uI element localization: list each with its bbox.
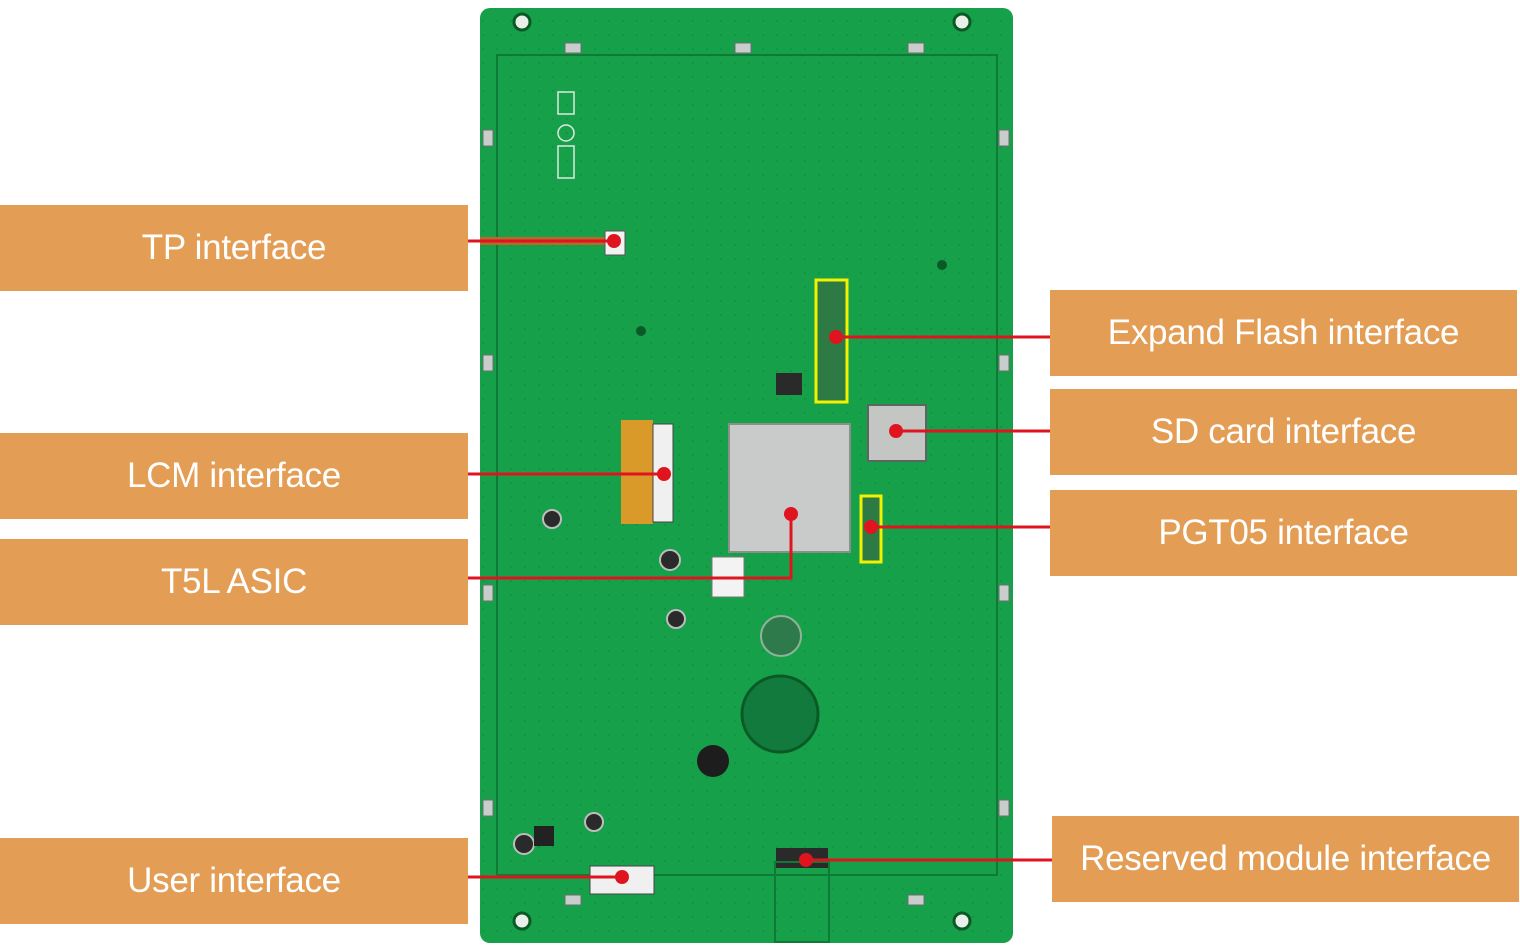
electrolytic-capacitors — [513, 509, 686, 855]
leader-dot-sd — [889, 424, 903, 438]
fiducial-marks — [636, 260, 947, 336]
label-text: Expand Flash interface — [1107, 313, 1460, 352]
leader-dot-tp — [607, 234, 621, 248]
label-text: SD card interface — [1150, 412, 1417, 451]
leader-dot-t5l — [784, 507, 798, 521]
small-ic-chip — [776, 373, 802, 395]
buzzer — [697, 745, 729, 777]
label-text: User interface — [127, 861, 341, 900]
coin-battery-socket — [740, 674, 820, 754]
lcm-fpc-cable — [621, 420, 653, 524]
label-text: TP interface — [141, 228, 327, 267]
leader-dot-reserved — [799, 853, 813, 867]
label-text: PGT05 interface — [1158, 513, 1409, 552]
pcb-inner-trace — [496, 54, 998, 876]
label-expand-flash-interface: Expand Flash interface — [1050, 290, 1517, 376]
certification-marks — [557, 91, 575, 179]
leader-dot-user — [615, 870, 629, 884]
rtc-battery-holder — [760, 615, 802, 657]
label-text: LCM interface — [127, 456, 341, 495]
label-lcm-interface: LCM interface — [0, 433, 468, 519]
leader-lines — [468, 239, 1052, 879]
leader-dot-pgt05 — [864, 520, 878, 534]
label-t5l-asic: T5L ASIC — [0, 539, 468, 625]
leader-dots — [607, 234, 903, 884]
label-reserved-module-interface: Reserved module interface — [1052, 816, 1519, 902]
label-text: T5L ASIC — [160, 562, 308, 601]
inductor — [534, 826, 554, 846]
leader-dot-lcm — [657, 467, 671, 481]
label-pgt05-interface: PGT05 interface — [1050, 490, 1517, 576]
edge-clips — [482, 42, 1010, 906]
label-sd-card-interface: SD card interface — [1050, 389, 1517, 475]
leader-dot-flash — [829, 330, 843, 344]
label-text: Reserved module interface — [1080, 839, 1491, 878]
label-tp-interface: TP interface — [0, 205, 468, 291]
label-user-interface: User interface — [0, 838, 468, 924]
leader-line-t5l — [468, 514, 793, 580]
mounting-holes — [512, 12, 972, 931]
